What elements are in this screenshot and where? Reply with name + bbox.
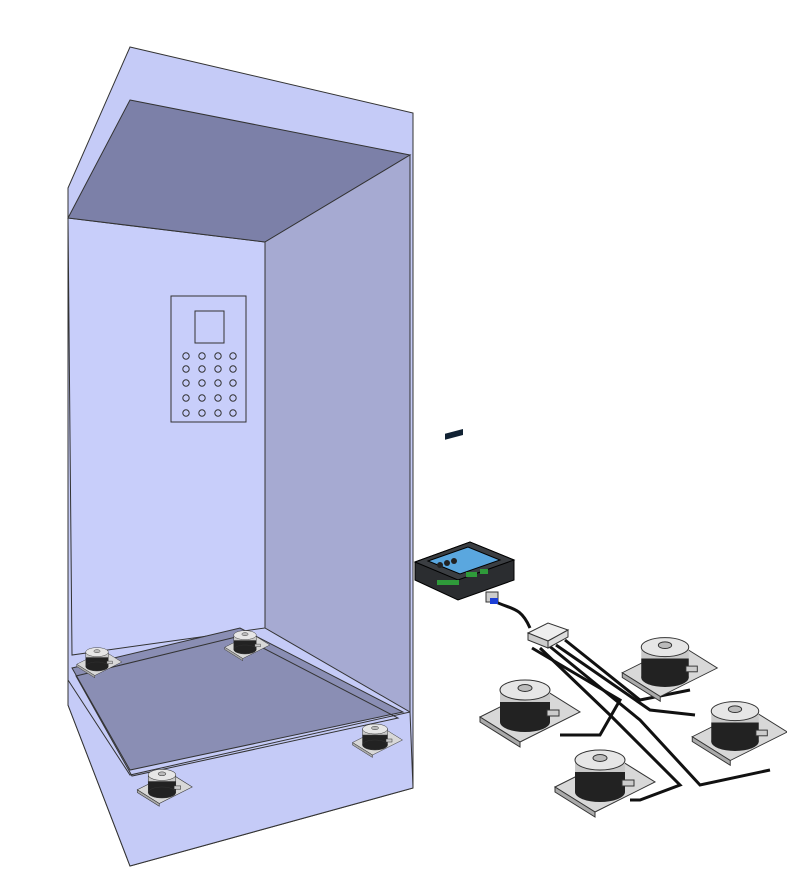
weighing-platform-edge: [75, 635, 400, 777]
keypad-key: [229, 379, 237, 387]
load-cell: [691, 701, 787, 767]
keypad-key: [198, 365, 206, 373]
weighing-controller: [413, 428, 516, 601]
keypad-key: [182, 409, 190, 417]
terminal-block: [437, 580, 459, 585]
keypad-key: [214, 394, 222, 402]
keypad-key: [182, 379, 190, 387]
keypad-key: [214, 409, 222, 417]
load-cell: [553, 749, 657, 818]
keypad-display: [194, 310, 225, 344]
keypad-key: [229, 394, 237, 402]
keypad-key: [182, 394, 190, 402]
keypad-buttons: [182, 352, 237, 417]
junction-box: [526, 622, 570, 649]
keypad-key: [198, 394, 206, 402]
keypad-key: [229, 365, 237, 373]
keypad-key: [198, 379, 206, 387]
load-cell: [478, 679, 582, 748]
keypad-key: [214, 379, 222, 387]
usb-connector: [485, 591, 499, 604]
cabinet-back-wall: [67, 217, 266, 656]
keypad-key: [198, 409, 206, 417]
external-load-cells: [478, 637, 787, 818]
terminal-block: [466, 572, 477, 577]
keypad-key: [198, 352, 206, 360]
cabinet: [67, 46, 414, 867]
keypad-key: [214, 352, 222, 360]
keypad-key: [229, 409, 237, 417]
load-cell: [224, 630, 271, 662]
controller-display: [426, 546, 502, 575]
keypad-panel: [170, 295, 247, 423]
keypad-key: [214, 365, 222, 373]
load-cell: [351, 723, 404, 758]
cabinet-right-wall: [264, 154, 411, 713]
cabinet-base-front: [67, 678, 414, 867]
keypad-key: [229, 352, 237, 360]
load-cell: [136, 769, 193, 807]
terminal-block: [480, 569, 488, 574]
keypad-key: [182, 365, 190, 373]
cables: [491, 598, 771, 802]
weighing-platform: [71, 627, 405, 771]
keypad-key: [182, 352, 190, 360]
load-cell: [76, 647, 123, 679]
load-cell: [621, 637, 719, 703]
platform-load-cells: [76, 630, 404, 807]
